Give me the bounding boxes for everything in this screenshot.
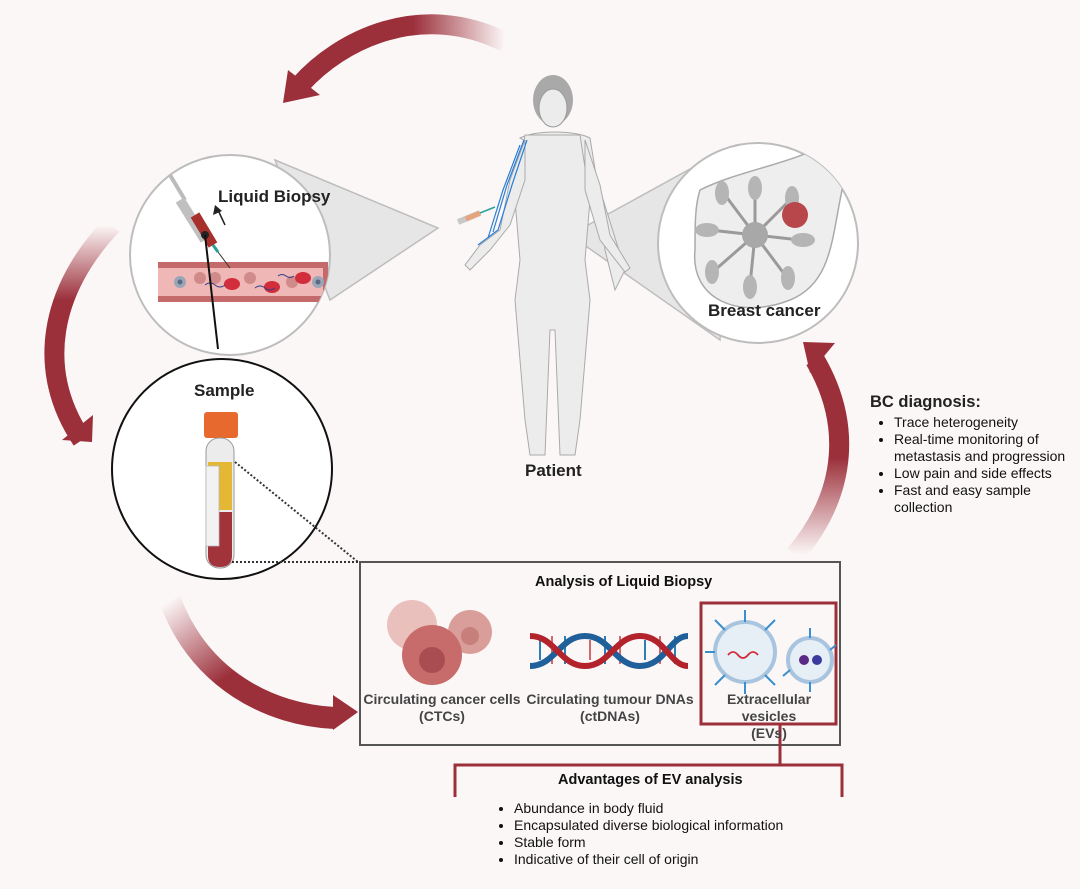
- breast-cancer-circle: [657, 142, 859, 344]
- list-item: Low pain and side effects: [894, 465, 1080, 482]
- tube-cap-icon: [204, 412, 238, 438]
- dotted-line: [234, 461, 359, 563]
- sample-circle: [111, 358, 333, 580]
- list-item: Real-time monitoring of metastasis and p…: [894, 431, 1080, 465]
- analysis-title: Analysis of Liquid Biopsy: [535, 574, 713, 590]
- arrow-left: [44, 218, 120, 446]
- analysis-item-abbr: (CTCs): [419, 708, 465, 724]
- breast-cancer-label: Breast cancer: [708, 301, 821, 320]
- liquid-biopsy-circle: [129, 154, 331, 356]
- analysis-item-abbr: (ctDNAs): [580, 708, 640, 724]
- ev-advantages-list: Abundance in body fluid Encapsulated div…: [494, 800, 844, 868]
- advantages-bracket: [453, 724, 844, 797]
- analysis-item-name: Extracellular vesicles: [726, 691, 812, 724]
- analysis-item-ctc: Circulating cancer cells (CTCs): [362, 691, 522, 725]
- list-item: Abundance in body fluid: [514, 800, 844, 817]
- analysis-item-ctdna: Circulating tumour DNAs (ctDNAs): [525, 691, 695, 725]
- patient-figure: [456, 75, 631, 456]
- tumor-icon: [782, 202, 808, 228]
- ev-highlight-box: [699, 601, 838, 726]
- arrow-right: [787, 342, 850, 562]
- syringe-icon: [168, 173, 231, 269]
- dna-helix-icon: [529, 632, 689, 670]
- list-item: Fast and easy sample collection: [894, 482, 1080, 516]
- list-item: Stable form: [514, 834, 844, 851]
- analysis-item-name: Circulating cancer cells: [363, 691, 521, 707]
- arrow-bottom: [159, 595, 358, 730]
- patient-syringe-icon: [456, 206, 496, 225]
- extracellular-vesicles-icon: [705, 610, 837, 694]
- list-item: Indicative of their cell of origin: [514, 851, 844, 868]
- sample-label: Sample: [194, 381, 255, 400]
- liquid-biopsy-label: Liquid Biopsy: [218, 187, 331, 206]
- analysis-item-abbr: (EVs): [751, 725, 787, 741]
- arrow-top: [283, 14, 510, 103]
- connector-line: [204, 234, 219, 350]
- analysis-item-ev: Extracellular vesicles (EVs): [700, 691, 838, 742]
- bc-diagnosis-list: Trace heterogeneity Real-time monitoring…: [874, 414, 1080, 516]
- list-item: Encapsulated diverse biological informat…: [514, 817, 844, 834]
- list-item: Trace heterogeneity: [894, 414, 1080, 431]
- ev-advantages-title: Advantages of EV analysis: [558, 772, 743, 788]
- bc-diagnosis-title: BC diagnosis:: [870, 393, 981, 411]
- analysis-box: [359, 561, 841, 746]
- analysis-item-name: Circulating tumour DNAs: [526, 691, 694, 707]
- ctc-cells-icon: [387, 600, 492, 685]
- patient-label: Patient: [525, 461, 582, 480]
- arrow-up-icon: [217, 209, 226, 226]
